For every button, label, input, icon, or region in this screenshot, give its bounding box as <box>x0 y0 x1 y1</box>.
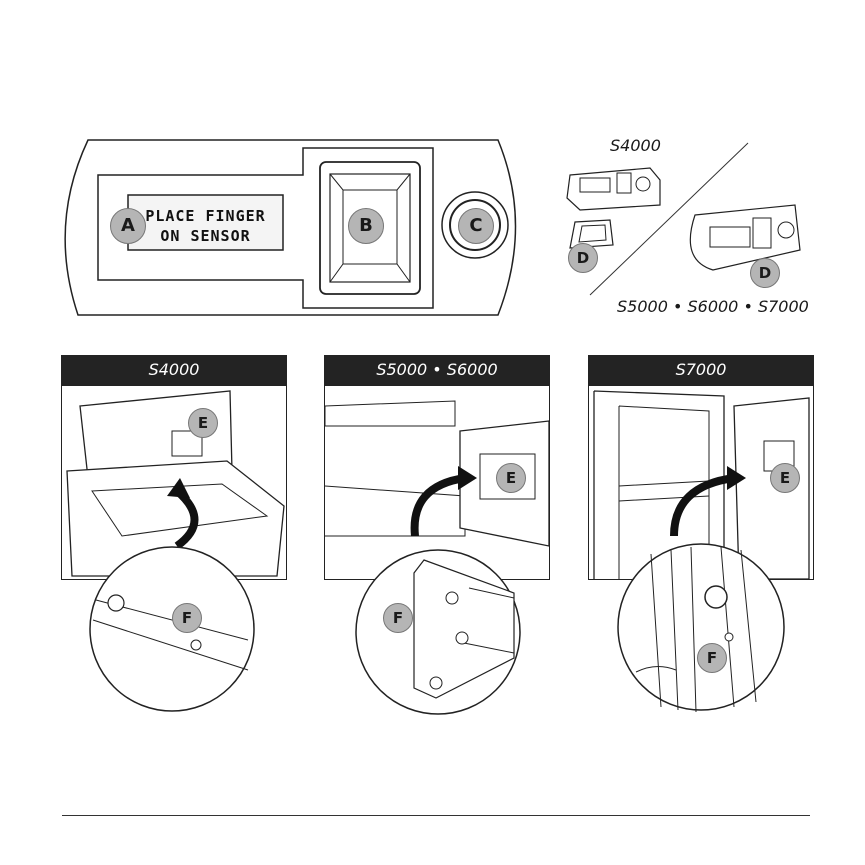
panel-title-s4000: S4000 <box>61 355 287 385</box>
bottom-rule <box>62 815 810 816</box>
callout-e-s4000: E <box>188 408 218 438</box>
callout-d-s5000: D <box>750 258 780 288</box>
callout-f-s5000: F <box>383 603 413 633</box>
callout-e-s7000: E <box>770 463 800 493</box>
s4000-detail-drawing <box>88 545 256 713</box>
detail-circle-s7000 <box>616 542 786 712</box>
detail-circle-s5000 <box>354 548 522 716</box>
display-text: PLACE FINGER ON SENSOR <box>128 206 283 246</box>
callout-f-s7000: F <box>697 643 727 673</box>
s7000-detail-drawing <box>616 542 786 712</box>
callout-e-s5000: E <box>496 463 526 493</box>
display-line-2: ON SENSOR <box>128 226 283 246</box>
detail-circle-s4000 <box>88 545 256 713</box>
callout-b: B <box>348 208 384 244</box>
model-label-s5000-s6000-s7000: S5000 • S6000 • S7000 <box>617 297 809 316</box>
callout-d-s4000: D <box>568 243 598 273</box>
s5000-detail-drawing <box>354 548 522 716</box>
callout-c: C <box>458 208 494 244</box>
callout-f-s4000: F <box>172 603 202 633</box>
panel-title-s5000-s6000: S5000 • S6000 <box>324 355 550 385</box>
display-line-1: PLACE FINGER <box>128 206 283 226</box>
callout-a: A <box>110 208 146 244</box>
panel-title-s7000: S7000 <box>588 355 814 385</box>
